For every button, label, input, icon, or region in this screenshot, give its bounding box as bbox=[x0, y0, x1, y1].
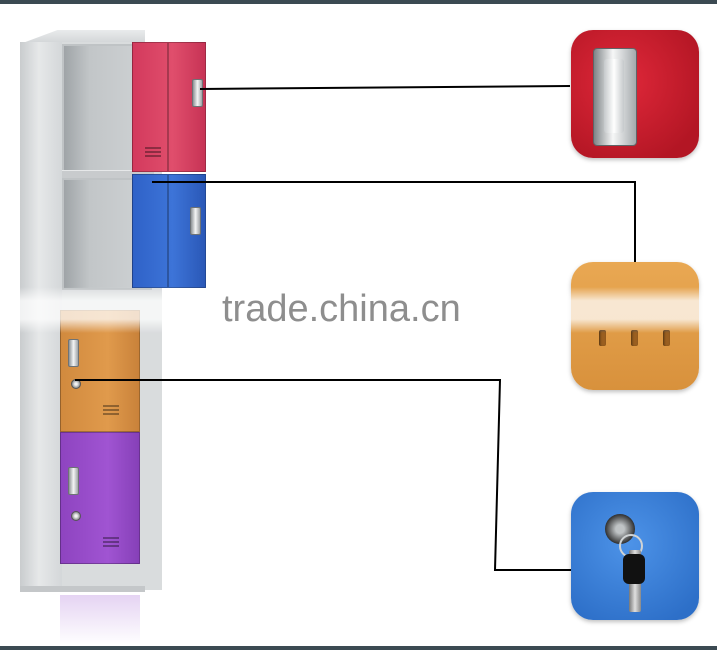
lock-icon bbox=[71, 511, 81, 521]
vent-slot-icon bbox=[599, 330, 606, 346]
door-seam bbox=[167, 43, 169, 171]
cabinet-base bbox=[20, 586, 145, 592]
door-handle-icon bbox=[192, 79, 203, 107]
callout-line-lock bbox=[75, 379, 571, 571]
callout-line-handle bbox=[199, 85, 571, 90]
watermark-text: trade.china.cn bbox=[222, 288, 461, 330]
cabinet-top bbox=[20, 30, 145, 44]
handle-grip bbox=[604, 59, 624, 133]
handle-icon bbox=[593, 48, 637, 146]
locker-door-blue bbox=[132, 174, 206, 288]
locker-door-purple bbox=[60, 432, 140, 564]
door-handle-icon bbox=[68, 467, 79, 495]
bottom-border bbox=[0, 646, 717, 650]
vent-slot-icon bbox=[631, 330, 638, 346]
locker-door-red bbox=[132, 42, 206, 172]
vent-icon bbox=[103, 537, 119, 549]
watermark-band bbox=[0, 287, 717, 333]
door-handle-icon bbox=[68, 339, 79, 367]
callout-line-vent bbox=[152, 181, 636, 262]
cabinet-side-lower bbox=[20, 288, 62, 590]
detail-thumbnail-handle bbox=[571, 30, 699, 158]
detail-thumbnail-lock bbox=[571, 492, 699, 620]
door-seam bbox=[167, 175, 169, 287]
key-icon bbox=[623, 554, 645, 584]
top-border bbox=[0, 0, 717, 4]
door-handle-icon bbox=[190, 207, 201, 235]
vent-slot-icon bbox=[663, 330, 670, 346]
vent-icon bbox=[103, 405, 119, 417]
floor-reflection bbox=[60, 595, 140, 645]
vent-icon bbox=[145, 147, 161, 159]
shelf bbox=[62, 170, 154, 179]
